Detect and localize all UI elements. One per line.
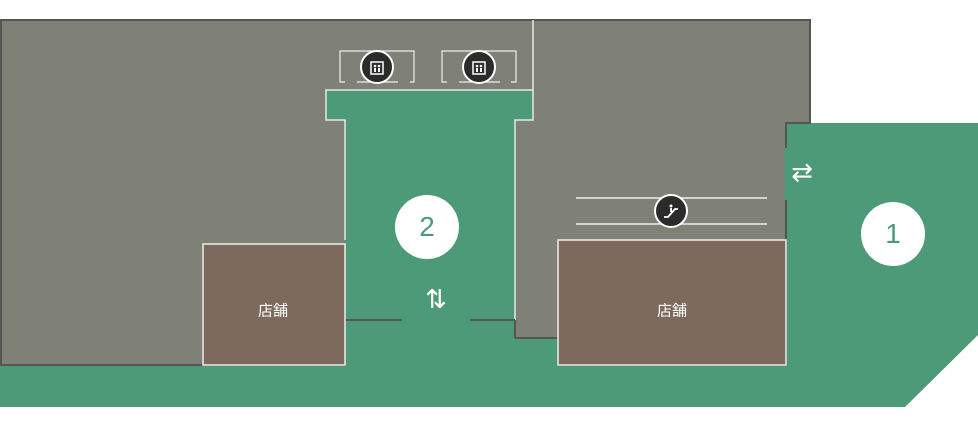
elevator-icon (360, 50, 394, 84)
shop-label: 店舗 (257, 301, 289, 320)
two-way-vertical-arrow-icon: ⇅ (425, 285, 447, 315)
elevator-icon (462, 50, 496, 84)
area-marker-1[interactable]: 1 (861, 202, 925, 266)
two-way-horizontal-arrow-icon: ⇄ (791, 158, 813, 188)
shop-left[interactable] (202, 243, 346, 366)
shop-right[interactable] (557, 239, 787, 366)
area-marker-2[interactable]: 2 (395, 195, 459, 259)
shop-label: 店舗 (656, 301, 688, 320)
plaza-area-1[interactable] (0, 123, 978, 407)
escalator-icon (654, 194, 688, 228)
